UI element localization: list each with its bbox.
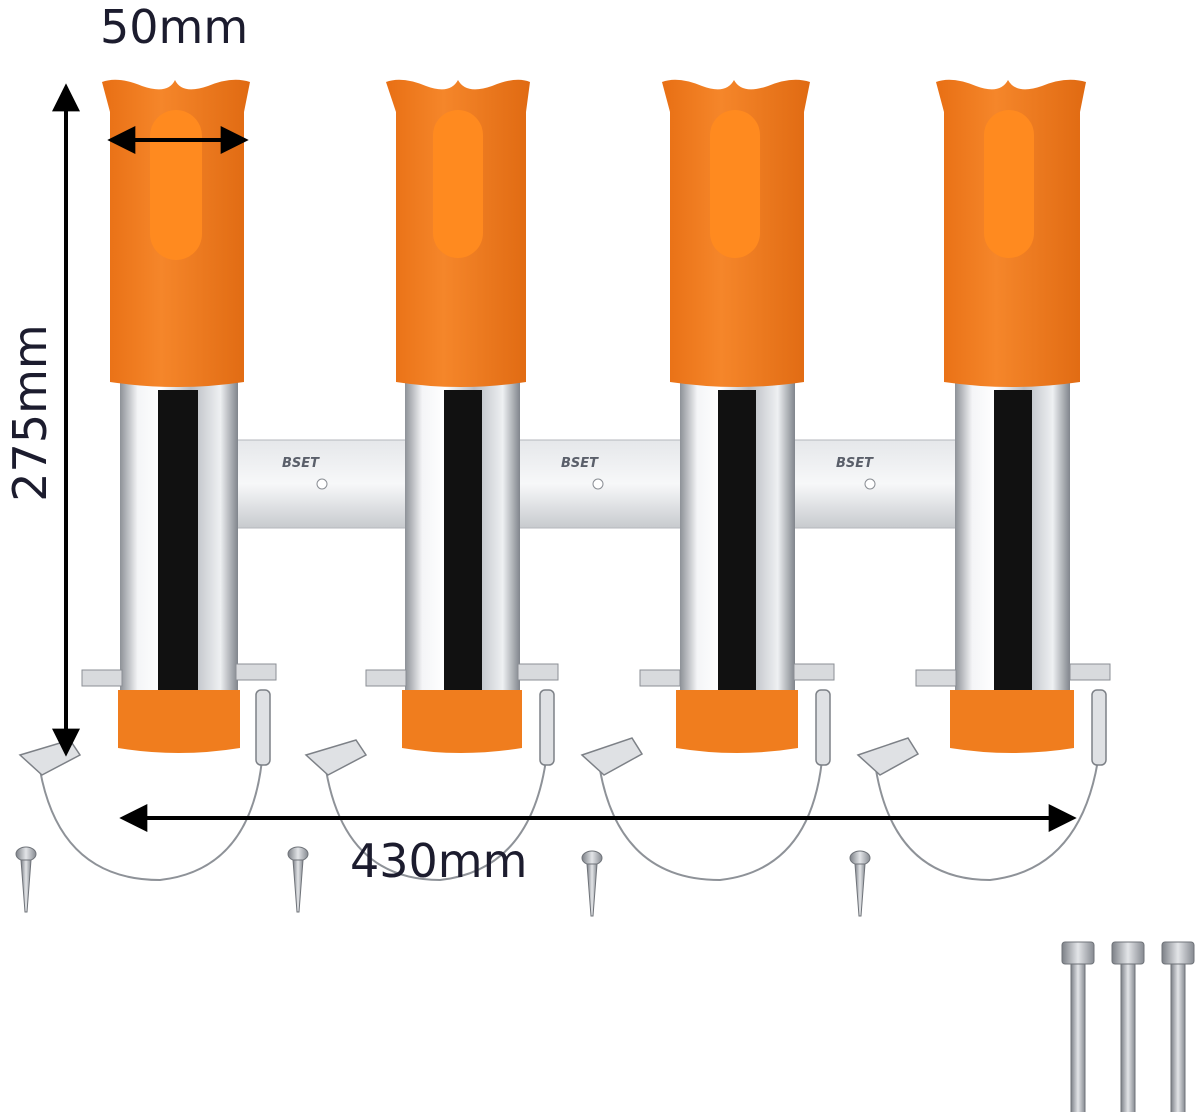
rod-holder xyxy=(915,79,1111,753)
wood-screw xyxy=(15,846,37,913)
rod-holder xyxy=(81,79,277,753)
rod-holder xyxy=(365,79,559,753)
bolt xyxy=(1061,941,1095,1112)
rod-slot xyxy=(150,110,202,260)
lanyard-clips xyxy=(18,689,1107,776)
wire-coil xyxy=(815,689,831,766)
bolt xyxy=(1111,941,1145,1112)
plate-hole xyxy=(592,478,604,490)
rod-slot xyxy=(710,110,760,258)
clip-tab xyxy=(856,737,920,776)
wood-screw xyxy=(849,850,871,917)
clip-tab xyxy=(304,739,368,776)
wire-coil xyxy=(1091,689,1107,766)
length-dimension-label: 430mm xyxy=(350,834,528,888)
wire-coil xyxy=(539,689,555,766)
plate-hole xyxy=(864,478,876,490)
wood-screw xyxy=(581,850,603,917)
brand-logo: BSET xyxy=(561,456,599,471)
wood-screw xyxy=(287,846,309,913)
brand-logo: BSET xyxy=(836,456,874,471)
rod-holder xyxy=(639,79,835,753)
clip-tab xyxy=(18,739,82,776)
wood-screws xyxy=(15,846,871,917)
clip-tab xyxy=(580,737,644,776)
width-dimension-label: 50mm xyxy=(100,0,249,54)
brand-logo: BSET xyxy=(282,456,320,471)
plate-hole xyxy=(316,478,328,490)
bolts xyxy=(1061,941,1195,1112)
wire-coil xyxy=(255,689,271,766)
dimension-arrows xyxy=(52,83,1077,832)
bolt xyxy=(1161,941,1195,1112)
rod-slot xyxy=(433,110,483,258)
rod-slot xyxy=(984,110,1034,258)
height-dimension-label: 275mm xyxy=(3,324,57,502)
mounting-plates: BSET BSET BSET xyxy=(229,439,961,529)
